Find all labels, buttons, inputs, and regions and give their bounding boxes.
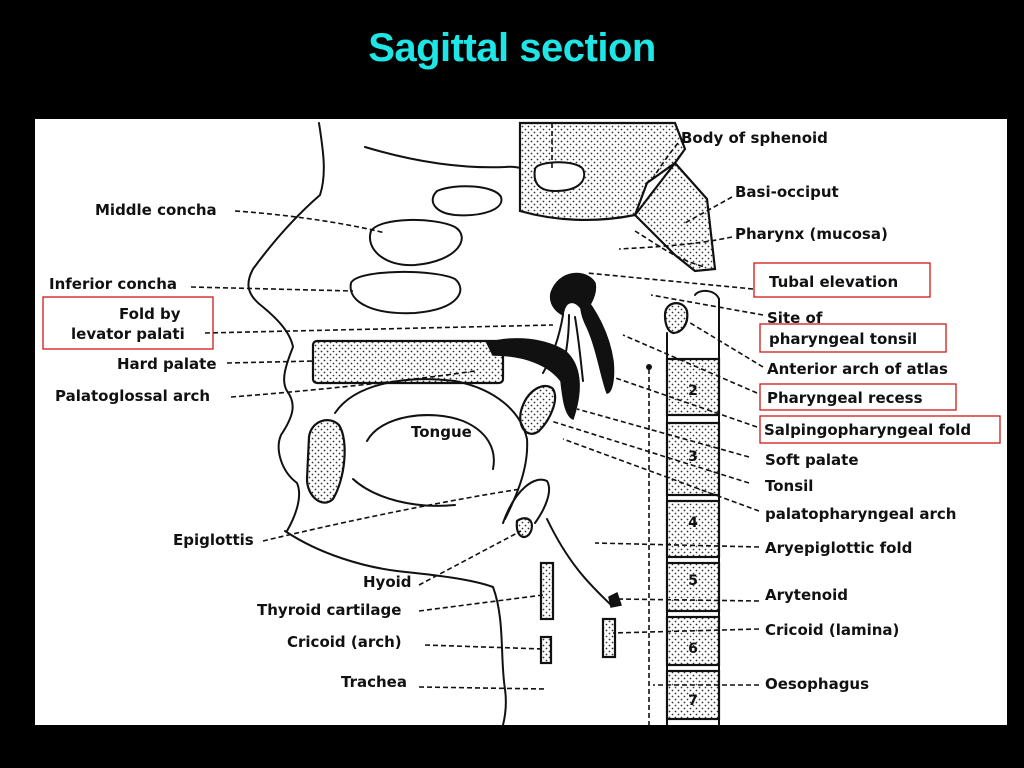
thyroid-cartilage [539,561,555,621]
label-levator-palati: levator palati [71,325,185,343]
label-arytenoid: Arytenoid [765,586,848,604]
basi-occiput [633,161,717,273]
sphenoid-sinus [533,161,586,192]
label-hard-palate: Hard palate [117,355,217,373]
highlight-boxes [42,262,1001,444]
cricoid-arch [539,635,553,665]
label-site-of: Site of [767,309,823,327]
sagittal-section-figure: 2 3 4 5 6 7 [35,119,1007,725]
label-basi-occiput: Basi-occiput [735,183,839,201]
vertebra-number-5: 5 [688,573,698,589]
vertebra-number-6: 6 [688,641,698,657]
right-labels: Body of sphenoid Basi-occiput Pharynx (m… [681,129,971,693]
middle-concha [368,219,463,267]
label-thyroid-cartilage: Thyroid cartilage [257,601,401,619]
label-epiglottis: Epiglottis [173,531,254,549]
pharyngeal-recess-dot [646,364,652,370]
label-fold-by: Fold by [119,305,181,323]
soft-palate [485,338,580,421]
dens-top [694,289,720,300]
label-salpingopharyngeal-fold: Salpingopharyngeal fold [764,421,971,439]
vertebra-number-7: 7 [688,693,698,709]
salpingopharyngeal-fold [580,293,615,394]
neck-front-outline [284,530,507,725]
anterior-arch-of-atlas [663,302,689,335]
leader-lines [190,123,764,690]
tongue-inner [352,414,495,507]
epiglottis-shape [502,478,551,524]
vertebra-numbers: 2 3 4 5 6 7 [688,383,698,709]
label-anterior-arch-of-atlas: Anterior arch of atlas [767,360,948,378]
label-inferior-concha: Inferior concha [49,275,177,293]
highlight-fold-by-levator-palati [42,296,214,350]
label-middle-concha: Middle concha [95,201,217,219]
label-palatoglossal-arch: Palatoglossal arch [55,387,210,405]
label-pharynx-mucosa: Pharynx (mucosa) [735,225,888,243]
tongue-dorsum [334,378,529,520]
label-oesophagus: Oesophagus [765,675,869,693]
vertebral-bodies [665,357,721,721]
label-palatopharyngeal-arch: palatopharyngeal arch [765,505,956,523]
hyoid-bone [515,517,533,539]
label-body-of-sphenoid: Body of sphenoid [681,129,828,147]
tonsil [519,384,557,435]
label-soft-palate: Soft palate [765,451,859,469]
left-labels: Middle concha Inferior concha Fold by le… [49,201,472,691]
vertebra-number-4: 4 [688,515,698,531]
body-of-sphenoid [518,121,687,221]
inferior-concha [349,270,462,315]
label-cricoid-lamina: Cricoid (lamina) [765,621,899,639]
larynx-posterior [546,518,612,606]
pharynx-posterior-wall [634,230,706,268]
slide-title: Sagittal section [368,26,656,70]
highlight-pharyngeal-recess [759,383,957,411]
label-cricoid-arch: Cricoid (arch) [287,633,402,651]
label-tubal-elevation: Tubal elevation [769,273,898,291]
label-pharyngeal-tonsil: pharyngeal tonsil [769,330,917,348]
label-tongue: Tongue [411,423,472,441]
vertebra-number-3: 3 [688,449,698,465]
face-profile-outline [247,122,325,532]
mandible-section [305,419,346,504]
highlight-tubal-elevation [753,262,931,298]
label-hyoid: Hyoid [363,573,412,591]
vertebra-number-2: 2 [688,383,698,399]
superior-concha [431,185,503,217]
label-pharyngeal-recess: Pharyngeal recess [767,389,923,407]
label-tonsil: Tonsil [765,477,813,495]
label-aryepiglottic-fold: Aryepiglottic fold [765,539,912,557]
arytenoid-shape [608,591,622,608]
label-trachea: Trachea [341,673,407,691]
anatomy-outlines [247,121,721,725]
nasal-cavity-top [364,146,541,198]
hard-palate [311,339,505,385]
highlight-pharyngeal-tonsil [759,323,947,353]
sagittal-section-diagram: 2 3 4 5 6 7 [42,121,1001,725]
highlight-salpingopharyngeal-fold [759,415,1001,444]
cricoid-lamina [601,617,617,659]
